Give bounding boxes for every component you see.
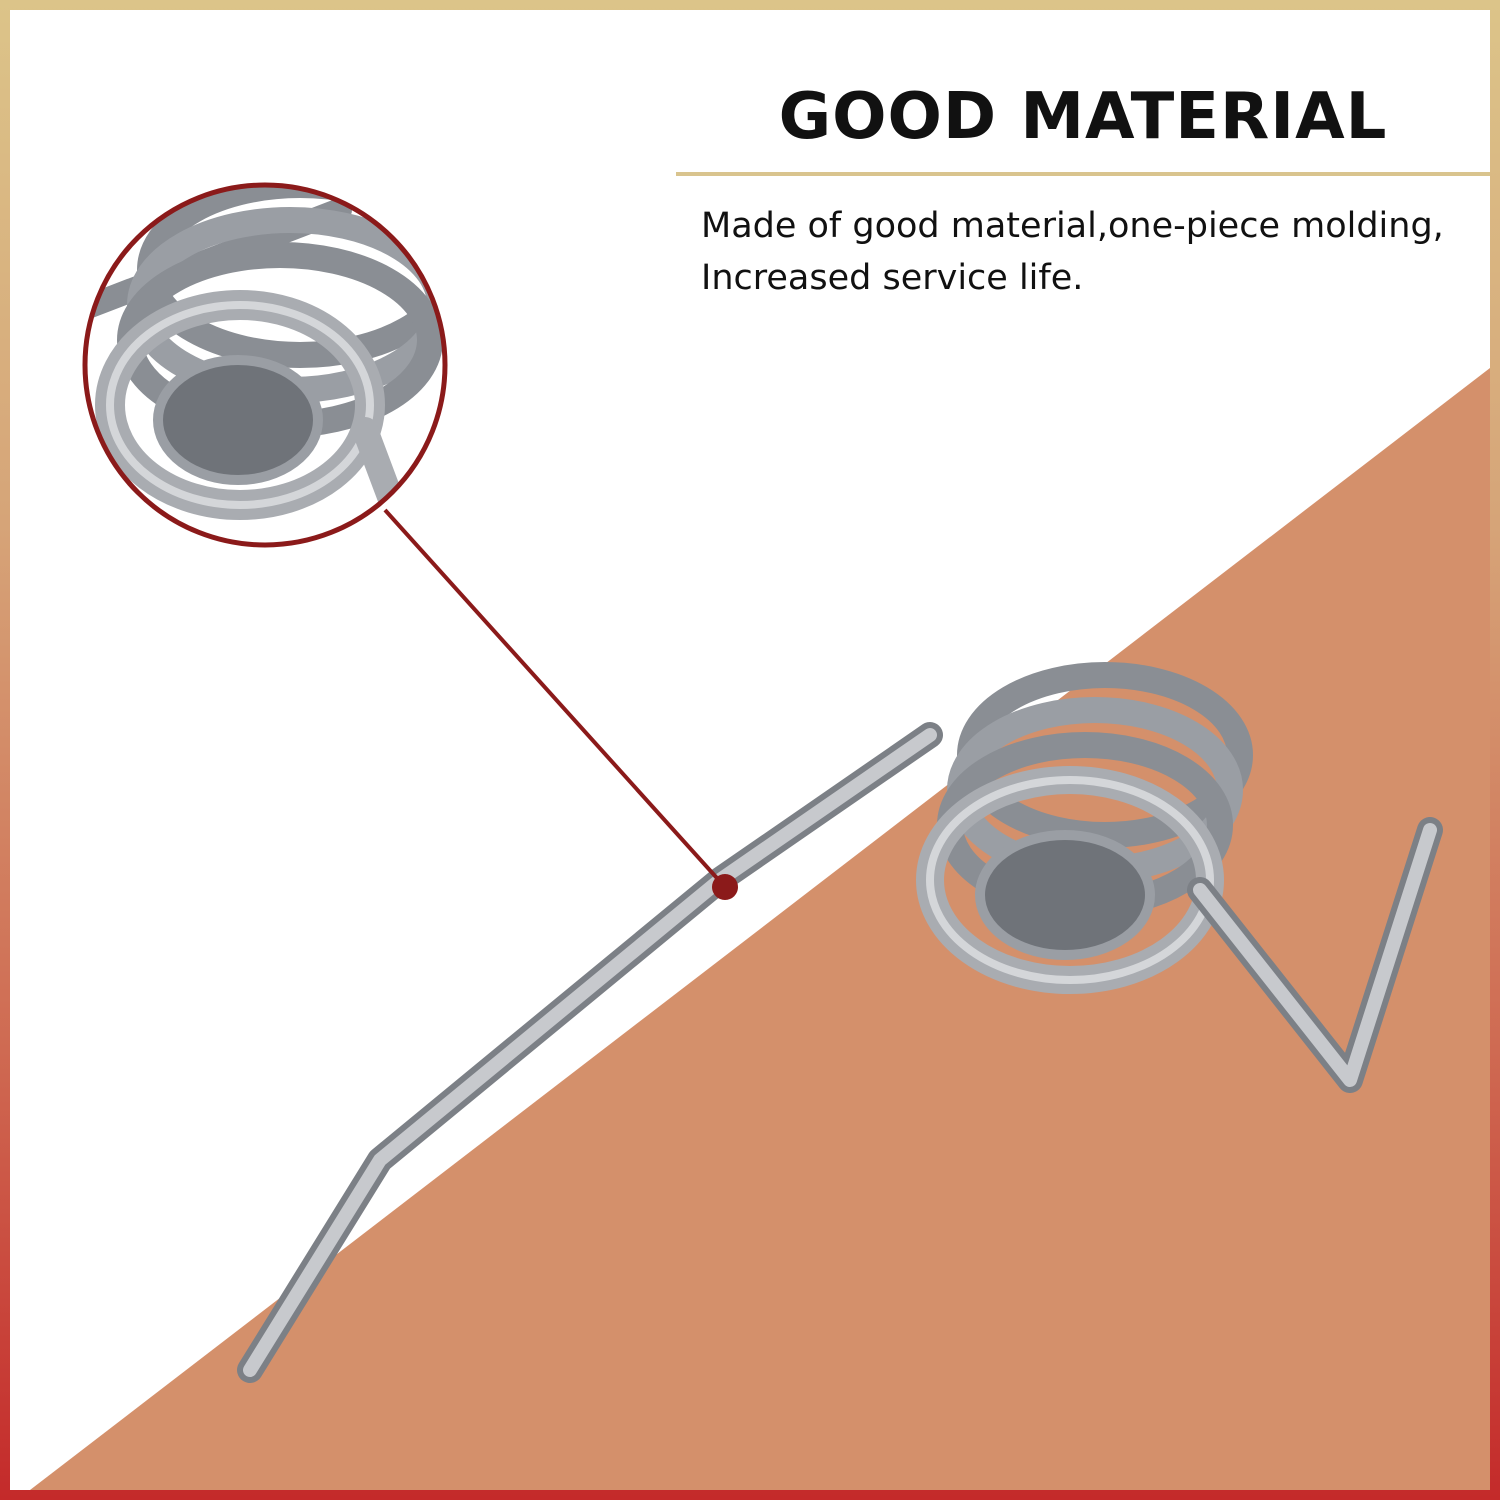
illustration <box>30 182 1490 1490</box>
description-line-2: Increased service life. <box>701 258 1084 298</box>
spring-icon <box>237 662 1443 1383</box>
callout-dot <box>712 874 738 900</box>
description-line-1: Made of good material,one-piece molding, <box>701 206 1444 246</box>
orange-background-triangle <box>30 368 1490 1490</box>
callout-line <box>383 508 727 889</box>
image-canvas: GOOD MATERIAL Made of good material,one-… <box>10 10 1490 1490</box>
title-underline <box>676 172 1490 176</box>
page-title: GOOD MATERIAL <box>778 80 1388 154</box>
description: Made of good material,one-piece molding,… <box>701 200 1490 304</box>
zoom-circle <box>82 182 448 548</box>
